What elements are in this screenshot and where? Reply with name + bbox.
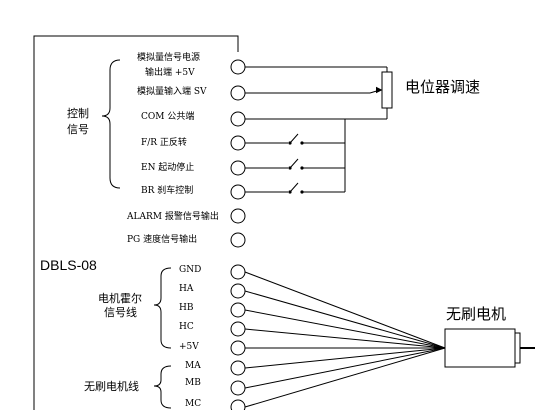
terminal-br — [230, 184, 246, 200]
controller-outline — [33, 35, 239, 410]
terminal-label-mc: MC — [185, 399, 201, 409]
terminal-label-br: BR 刹车控制 — [141, 184, 193, 196]
terminal-en — [230, 160, 246, 176]
terminal-label-hb: HB — [179, 303, 194, 313]
terminal-ha — [230, 283, 246, 299]
switch-wiring — [245, 119, 346, 194]
terminal-label-analog-power-1: 模拟量信号电源 — [137, 51, 200, 63]
terminal-pg — [230, 232, 246, 248]
terminal-label-ma: MA — [185, 361, 201, 371]
terminal-mc — [230, 399, 246, 410]
model-label: DBLS-08 — [40, 257, 97, 273]
potentiometer-label: 电位器调速 — [405, 78, 480, 96]
terminal-sv — [230, 85, 246, 101]
hall-group-label-2: 信号线 — [104, 305, 137, 319]
hall-group-label-1: 电机霍尔 — [98, 291, 142, 305]
terminal-label-ha: HA — [179, 284, 194, 294]
terminals — [230, 59, 246, 410]
switch-en — [289, 158, 299, 169]
terminal-label-alarm: ALARM 报警信号输出 — [126, 210, 219, 222]
terminal-com — [230, 111, 246, 127]
terminal-label-5v: +5V — [179, 342, 199, 352]
terminal-label-com: COM 公共端 — [141, 110, 194, 122]
motor-brace — [153, 365, 172, 409]
switch-br — [289, 182, 299, 193]
terminal-hc — [230, 321, 246, 337]
terminal-label-gnd: GND — [179, 265, 201, 275]
terminal-fr — [230, 135, 246, 151]
terminal-ma — [230, 360, 246, 376]
hall-brace — [153, 267, 172, 349]
potentiometer-symbol — [381, 71, 393, 109]
potentiometer-wiring — [245, 66, 393, 120]
terminal-mb — [230, 380, 246, 396]
terminal-label-analog-input: 模拟量输入端 SV — [137, 85, 207, 97]
control-group-label-2: 信号 — [67, 123, 89, 136]
switch-fr — [289, 133, 299, 144]
terminal-label-hc: HC — [179, 322, 194, 332]
terminal-alarm — [230, 208, 246, 224]
control-brace — [101, 59, 121, 189]
control-group-label-1: 控制 — [67, 106, 89, 120]
motor-wiring — [244, 271, 446, 408]
motor-symbol — [444, 328, 535, 368]
terminal-label-en: EN 起动停止 — [141, 161, 194, 173]
terminal-hb — [230, 302, 246, 318]
terminal-label-mb: MB — [185, 378, 201, 388]
terminal-5v-hall — [230, 340, 246, 356]
terminal-5v-out — [230, 59, 246, 75]
terminal-label-analog-power-2: 输出端 +5V — [145, 66, 195, 78]
motor-group-label: 无刷电机线 — [84, 379, 139, 393]
terminal-label-fr: F/R 正反转 — [141, 136, 187, 148]
motor-label: 无刷电机 — [446, 305, 506, 323]
wiper-arrow — [375, 86, 383, 94]
terminal-label-pg: PG 速度信号输出 — [127, 233, 197, 245]
terminal-gnd — [230, 264, 246, 280]
